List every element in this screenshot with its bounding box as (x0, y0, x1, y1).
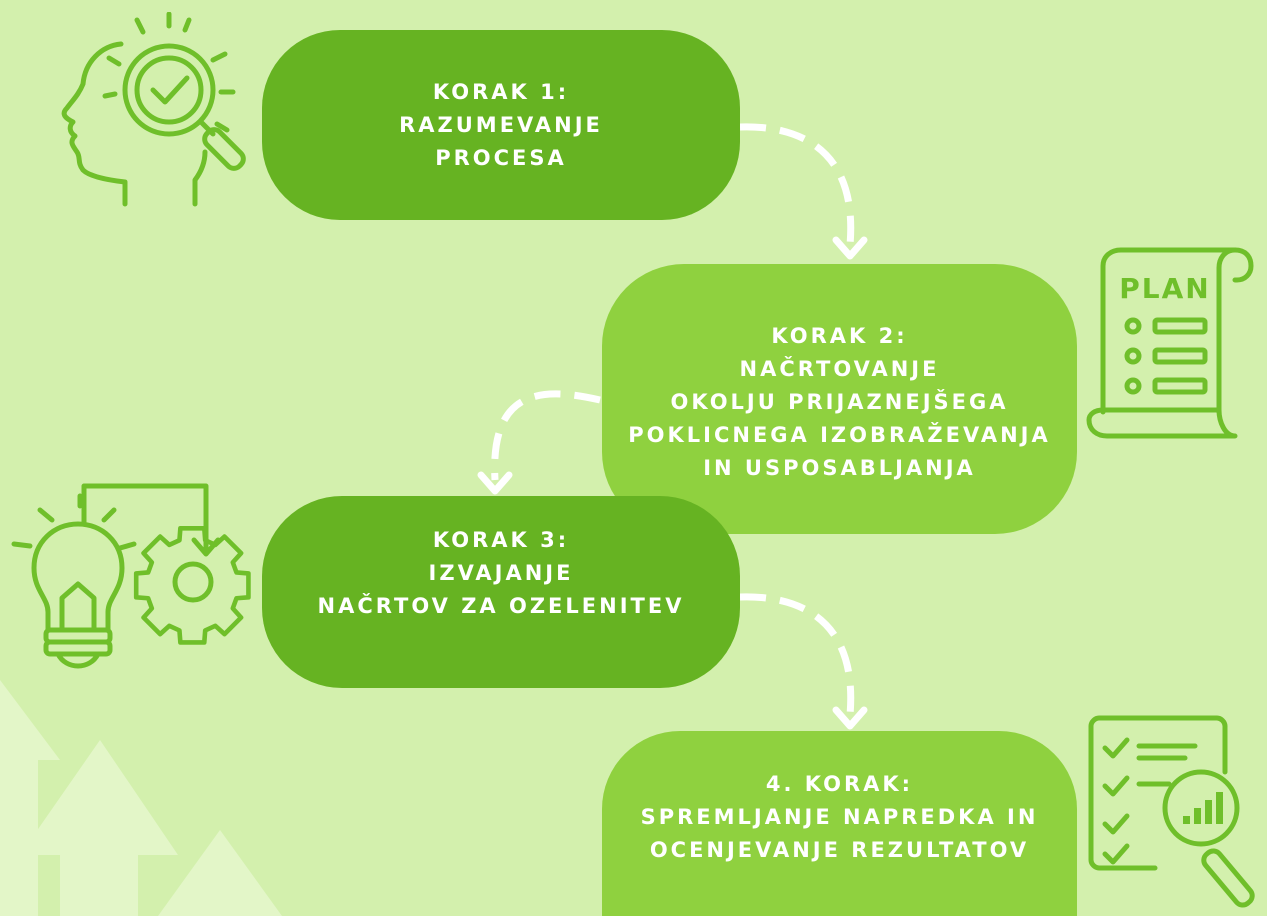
step-3-box: KORAK 3: IZVAJANJE NAČRTOV ZA OZELENITEV (262, 496, 740, 688)
step-2-line-4: POKLICNEGA IZOBRAŽEVANJA (628, 422, 1051, 447)
step-2-line-5: IN USPOSABLJANJA (703, 455, 976, 480)
step-4-box: 4. KORAK: SPREMLJANJE NAPREDKA IN OCENJE… (602, 731, 1077, 916)
step-3-line-1: KORAK 3: (432, 527, 570, 552)
step-4-line-2: SPREMLJANJE NAPREDKA IN (640, 805, 1039, 829)
step-2-box: KORAK 2: NAČRTOVANJE OKOLJU PRIJAZNEJŠEG… (602, 264, 1077, 534)
lightbulb-gear-icon (11, 483, 251, 669)
plan-scroll-icon: PLAN (1086, 247, 1254, 439)
checklist-chart-magnifier-icon (1088, 715, 1255, 908)
step-1-line-3: PROCESA (435, 145, 567, 170)
plan-icon-label: PLAN (1119, 272, 1210, 305)
step-2-line-2: NAČRTOVANJE (739, 356, 940, 381)
step-3-line-3: NAČRTOV ZA OZELENITEV (317, 593, 685, 618)
head-magnifier-check-icon (61, 12, 246, 207)
step-4-line-1: 4. KORAK: (765, 772, 914, 796)
step-2-line-1: KORAK 2: (771, 323, 908, 348)
step-4-line-3: OCENJEVANJE REZULTATOV (649, 838, 1030, 862)
step-1-line-1: KORAK 1: (432, 79, 570, 104)
step-2-line-3: OKOLJU PRIJAZNEJŠEGA (670, 389, 1009, 414)
step-1-box: KORAK 1: RAZUMEVANJE PROCESA (262, 30, 740, 220)
step-1-line-2: RAZUMEVANJE (399, 112, 603, 137)
step-3-line-2: IZVAJANJE (428, 560, 574, 585)
